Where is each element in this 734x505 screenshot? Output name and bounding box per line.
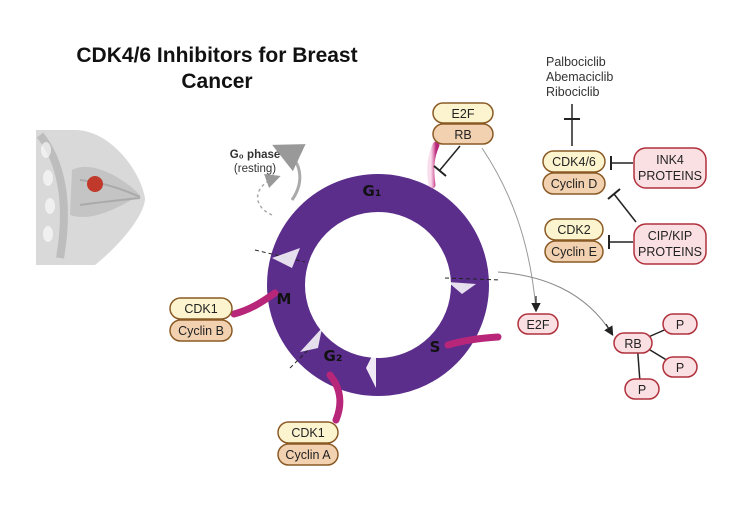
phosphate-label-1: P — [676, 318, 684, 332]
cipkip-box — [633, 223, 707, 265]
phosphate-label-3: P — [638, 383, 646, 397]
cdk46-cyclin-d-complex: CDK4/6 Cyclin D — [542, 150, 606, 195]
cdk1-b-pill — [169, 297, 233, 320]
title-line-2: Cancer — [181, 70, 252, 93]
chevron-icon-2 — [448, 282, 476, 294]
phosphate-pill-2 — [662, 356, 698, 378]
phosphorylation-arrow — [604, 323, 614, 337]
cdk2-cyclin-e-complex: CDK2 Cyclin E — [544, 218, 604, 263]
cdk46-pill — [542, 150, 606, 173]
s-checkpoint-tail — [444, 333, 502, 349]
cdk2-label: CDK2 — [557, 223, 590, 237]
rb-inhibition-bar — [433, 165, 447, 177]
g0-phase-label: G₀ phase — [230, 149, 281, 161]
cdk1-a-label: CDK1 — [291, 426, 324, 440]
rb-pill-label: RB — [454, 128, 471, 142]
ink4-label-2: PROTEINS — [638, 169, 702, 183]
g0-entry-arrow — [256, 173, 281, 216]
cell-cycle-ring — [267, 174, 489, 396]
rb-pill — [432, 123, 494, 145]
cdk1-cyclin-b-complex: CDK1 Cyclin B — [169, 297, 233, 342]
chevron-icon-3 — [366, 348, 376, 388]
rb-phospho-pill — [613, 332, 653, 354]
phase-label-g2: G₂ — [324, 347, 343, 365]
breast-illustration — [36, 130, 145, 265]
cdk2-pill — [544, 218, 604, 241]
cipkip-label-1: CIP/KIP — [648, 229, 692, 243]
rb-release-curve — [481, 147, 537, 311]
e2f-free-pill — [517, 313, 559, 335]
phase-label-m: M — [277, 290, 292, 308]
cdk1-b-label: CDK1 — [184, 302, 217, 316]
boundary-m-g1 — [254, 249, 306, 263]
phosphate-label-2: P — [676, 361, 684, 375]
g0-phase-sublabel: (resting) — [234, 163, 276, 175]
cipkip-cdk46-inhibition-bar — [607, 188, 621, 200]
cdk1-a-pill — [277, 421, 339, 444]
g2-checkpoint-tail — [326, 371, 344, 424]
m-checkpoint-tail — [230, 289, 279, 318]
cyclin-b-label: Cyclin B — [178, 324, 224, 338]
ink4-label-1: INK4 — [656, 153, 684, 167]
g1-checkpoint-tail — [427, 141, 440, 189]
g0-exit-arrow — [272, 144, 306, 201]
cipkip-label-2: PROTEINS — [638, 245, 702, 259]
boundary-g1-s — [444, 277, 501, 281]
e2f-rb-complex: E2F RB — [432, 102, 494, 145]
cyclin-d-label: Cyclin D — [551, 177, 598, 191]
rb-inhibition-line — [439, 145, 461, 171]
tumor-icon — [87, 176, 103, 192]
cyclin-a-pill — [277, 443, 339, 466]
cyclin-a-label: Cyclin A — [285, 448, 331, 462]
cyclin-b-pill — [169, 319, 233, 342]
rb-phospho-label: RB — [624, 337, 641, 351]
chevron-icon-1 — [272, 248, 300, 268]
phosphate-pill-3 — [624, 378, 660, 400]
cyclin-e-label: Cyclin E — [551, 245, 597, 259]
cyclin-d-pill — [542, 172, 606, 195]
drug-name-1: Palbociclib — [546, 55, 606, 69]
phase-label-g1: G₁ — [363, 182, 382, 200]
phosphate-pill-1 — [662, 313, 698, 335]
cdk46-label: CDK4/6 — [552, 155, 596, 169]
cipkip-cdk46-inhibition-line — [613, 193, 637, 223]
e2f-pill-label: E2F — [452, 107, 475, 121]
drug-name-3: Ribociclib — [546, 85, 600, 99]
cdk1-cyclin-a-complex: CDK1 Cyclin A — [277, 421, 339, 466]
cyclin-e-pill — [544, 240, 604, 263]
e2f-pill — [432, 102, 494, 124]
phosphorylation-curve — [497, 271, 613, 335]
chevron-icon-4 — [300, 328, 322, 352]
drug-name-2: Abemaciclib — [546, 70, 613, 84]
e2f-free-label: E2F — [527, 318, 550, 332]
phase-label-s: S — [430, 338, 441, 356]
ink4-box — [633, 147, 707, 189]
title-line-1: CDK4/6 Inhibitors for Breast — [76, 44, 357, 67]
